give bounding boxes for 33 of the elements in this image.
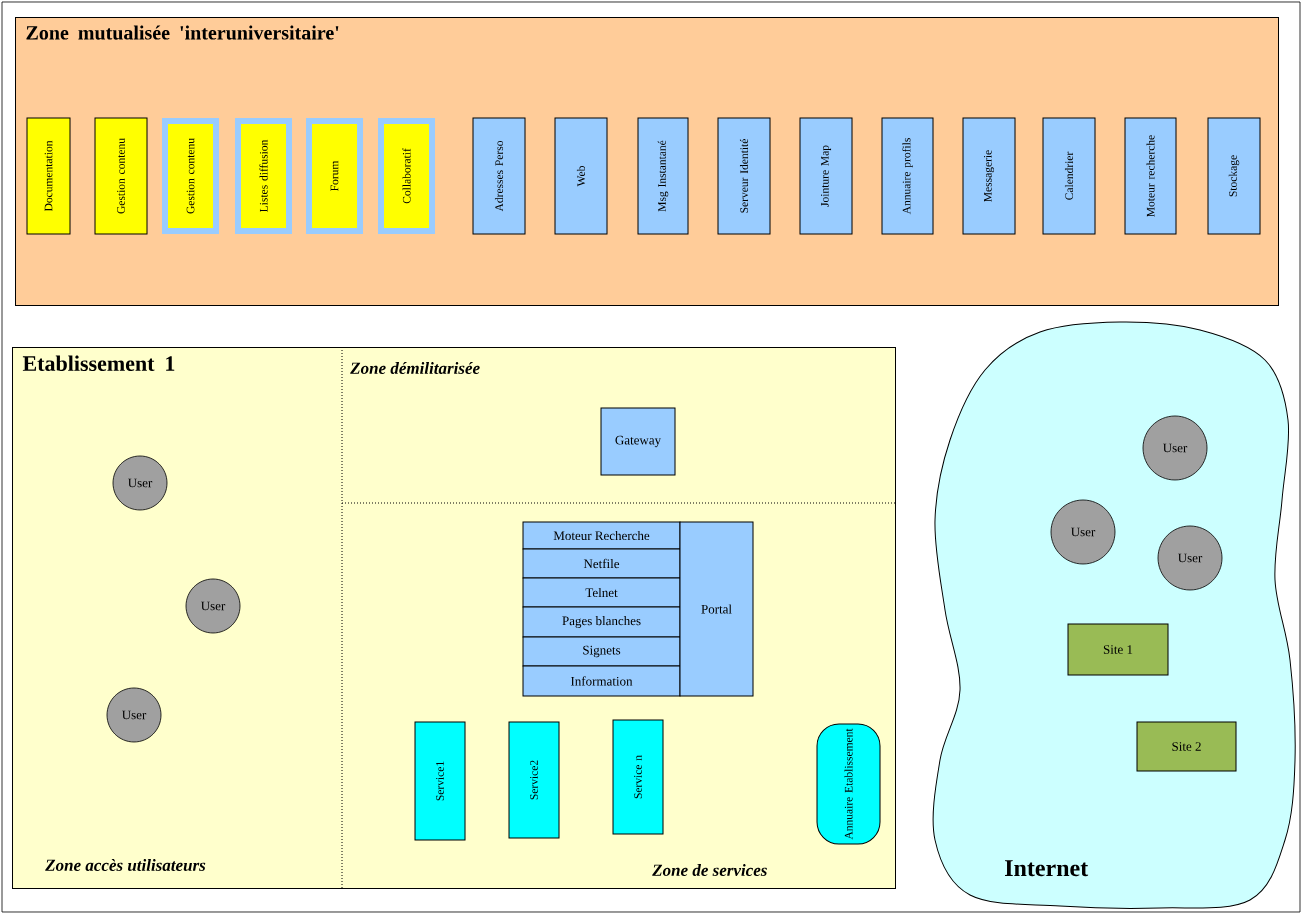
service-box: Calendrier: [1042, 117, 1096, 235]
service-box: Service2: [508, 721, 560, 839]
component-box: Pages blanches: [522, 606, 681, 638]
component-box: Telnet: [522, 577, 681, 608]
service-box: Msg Instantané: [637, 117, 689, 235]
service-box: Moteur recherche: [1124, 117, 1177, 235]
component-box: Information: [522, 665, 681, 697]
service-box: Gestion contenu: [94, 117, 148, 235]
zone-label: Zone démilitarisée: [350, 362, 480, 374]
zone-label: Zone de services: [652, 864, 767, 876]
component-box: Portal: [679, 521, 754, 697]
service-box: Web: [554, 117, 608, 235]
site-box: Site 1: [1067, 623, 1169, 676]
service-box: Messagerie: [962, 117, 1016, 235]
site-box: Site 2: [1136, 721, 1237, 772]
service-box: Gestion contenu: [162, 118, 219, 234]
directory-box: Annuaire Etablissement: [816, 723, 881, 845]
service-box: Adresses Perso: [472, 117, 526, 235]
service-box: Annuaire profils: [881, 117, 934, 235]
service-box: Jointure Map: [799, 117, 853, 235]
service-box: Documentation: [26, 117, 71, 235]
service-box: Listes diffusion: [235, 118, 292, 234]
zone-label: Zone accès utilisateurs: [45, 859, 206, 871]
component-box: Signets: [522, 636, 681, 667]
service-box: Service n: [612, 719, 664, 835]
service-box: Forum: [306, 118, 363, 234]
component-box: Moteur Recherche: [522, 521, 681, 550]
service-box: Stockage: [1207, 117, 1261, 235]
component-box: Netfile: [522, 548, 681, 579]
component-box: Gateway: [600, 407, 676, 476]
service-box: Collaboratif: [378, 118, 435, 234]
service-box: Serveur Identité: [717, 117, 771, 235]
service-box: Service1: [414, 721, 466, 841]
